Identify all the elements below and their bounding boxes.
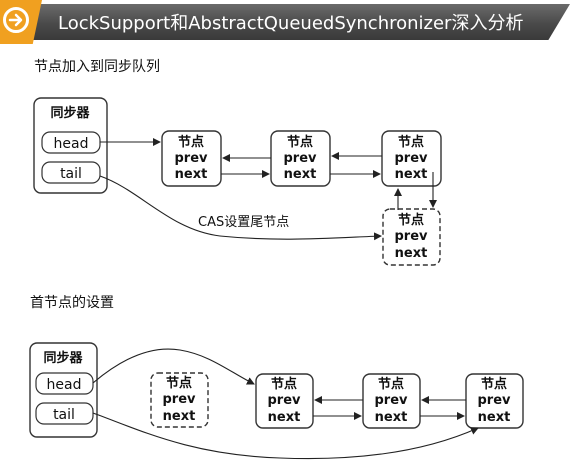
node-prev: prev [394,151,428,166]
node-prev: prev [374,393,408,408]
node-prev: prev [162,392,196,407]
head-label: head [54,136,89,152]
queue-node-1: 节点 prev next [255,373,314,429]
node-prev: prev [477,393,511,408]
sync-box-2: 同步器 head tail [29,342,98,438]
node-title: 节点 [481,376,507,392]
node-title: 节点 [398,212,424,228]
queue-node-2: 节点 prev next [270,130,331,187]
tail-field [41,161,101,184]
banner-title-bar [30,4,570,40]
sync-box-1: 同步器 head tail [33,97,108,194]
node-prev: prev [267,393,301,408]
old-head-node: 节点 prev next [150,372,209,428]
section2-arrows [92,348,479,460]
node-next: next [395,246,428,261]
queue-node-3: 节点 prev next [381,130,442,187]
tail-arrow [92,412,479,460]
node-next: next [175,167,208,182]
sync-title: 同步器 [43,350,83,366]
section-title-set-head: 首节点的设置 [30,295,114,311]
node-next: next [268,410,301,425]
node-title: 节点 [398,134,424,150]
sync-title: 同步器 [50,105,90,121]
queue-node-1: 节点 prev next [161,130,222,187]
tail-label: tail [53,407,75,423]
section1-arrows [99,138,437,241]
node-next: next [375,410,408,425]
node-title: 节点 [287,134,313,150]
tail-label: tail [60,166,82,182]
node-next: next [163,409,196,424]
node-title: 节点 [378,376,404,392]
arrow-right-icon [3,7,29,33]
node-title: 节点 [166,375,192,391]
queue-node-3: 节点 prev next [465,373,524,429]
node-prev: prev [394,229,428,244]
head-field [35,372,94,395]
node-next: next [395,167,428,182]
node-prev: prev [283,151,317,166]
cas-label: CAS设置尾节点 [198,215,289,230]
node-title: 节点 [178,134,204,150]
page-title: LockSupport和AbstractQueuedSynchronizer深入… [58,13,524,34]
header-banner: LockSupport和AbstractQueuedSynchronizer深入… [0,0,575,44]
section-title-enqueue: 节点加入到同步队列 [34,59,160,75]
node-title: 节点 [271,376,297,392]
head-label: head [47,377,82,393]
head-arrow [92,348,255,385]
node-prev: prev [174,151,208,166]
new-tail-node: 节点 prev next [382,208,441,266]
node-next: next [284,167,317,182]
queue-node-2: 节点 prev next [362,373,421,429]
node-next: next [478,410,511,425]
tail-cas-arrow [99,175,382,241]
